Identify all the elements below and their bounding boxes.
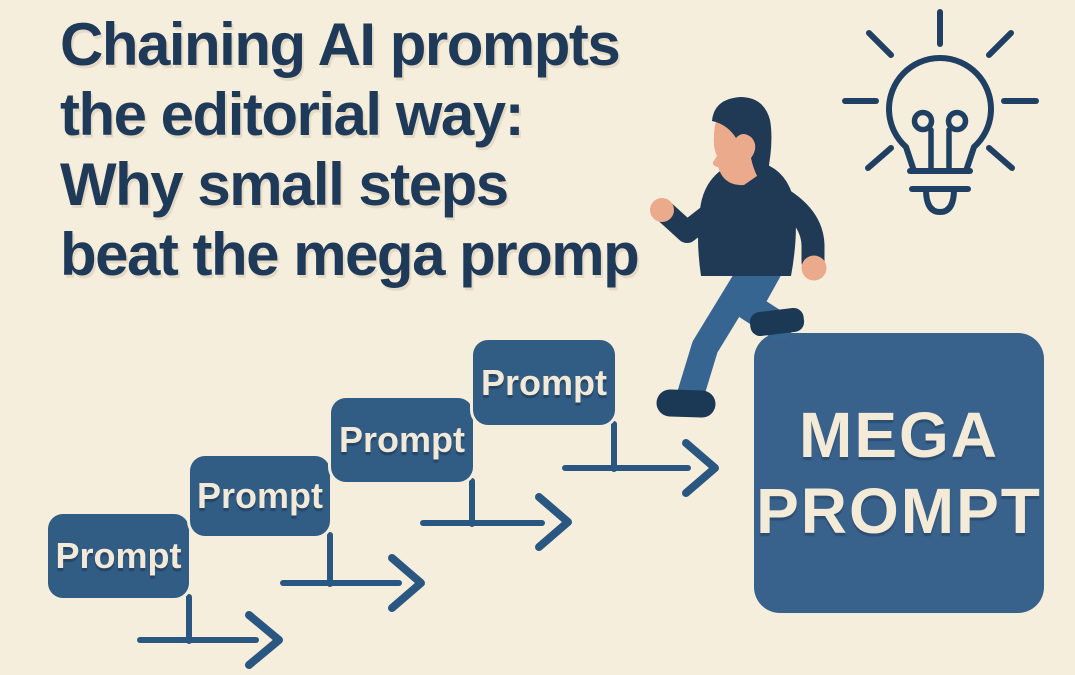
person-hair <box>712 97 772 178</box>
prompt-step-1: Prompt <box>48 514 189 598</box>
lightbulb-icon <box>842 9 1039 215</box>
mega-prompt-line-2: PROMPT <box>756 475 1042 547</box>
prompt-step-4-label: Prompt <box>481 361 607 403</box>
prompt-step-1-label: Prompt <box>55 535 182 576</box>
person-front-arm <box>654 183 747 243</box>
mega-prompt-line-1: MEGA <box>799 399 999 471</box>
lightbulb-glass <box>886 54 994 215</box>
arrow-right-icon <box>682 439 719 497</box>
person-torso <box>698 161 796 276</box>
mega-prompt-box: MEGA PROMPT <box>754 333 1044 613</box>
title-line-3: Why small steps <box>60 151 509 218</box>
step-3-arrow <box>420 478 572 551</box>
title-line-1: Chaining AI prompts <box>60 11 621 78</box>
title-line-4: beat the mega promp <box>60 221 640 288</box>
arrow-right-icon <box>535 493 572 551</box>
person-front-hand <box>650 198 674 222</box>
lightbulb-rays <box>842 9 1039 171</box>
person-back-leg <box>677 256 766 407</box>
person-front-shoe <box>749 307 805 337</box>
prompt-step-2-label: Prompt <box>197 475 323 516</box>
person-back-shoe <box>656 389 716 418</box>
prompt-step-3-label: Prompt <box>339 419 465 460</box>
lightbulb-filament <box>911 109 969 174</box>
prompt-step-2: Prompt <box>190 456 330 536</box>
step-1-arrow <box>137 594 283 669</box>
title-line-2: the editorial way: <box>60 81 525 148</box>
arrow-right-icon <box>245 611 283 669</box>
page-title: Chaining AI prompts the editorial way: W… <box>60 10 640 290</box>
prompt-step-3: Prompt <box>331 398 473 482</box>
arrow-right-icon <box>388 554 425 612</box>
person-figure <box>650 97 827 418</box>
step-4-arrow <box>562 421 719 497</box>
step-2-arrow <box>280 532 425 612</box>
prompt-step-4: Prompt <box>473 340 615 425</box>
person-back-hand <box>801 255 827 281</box>
